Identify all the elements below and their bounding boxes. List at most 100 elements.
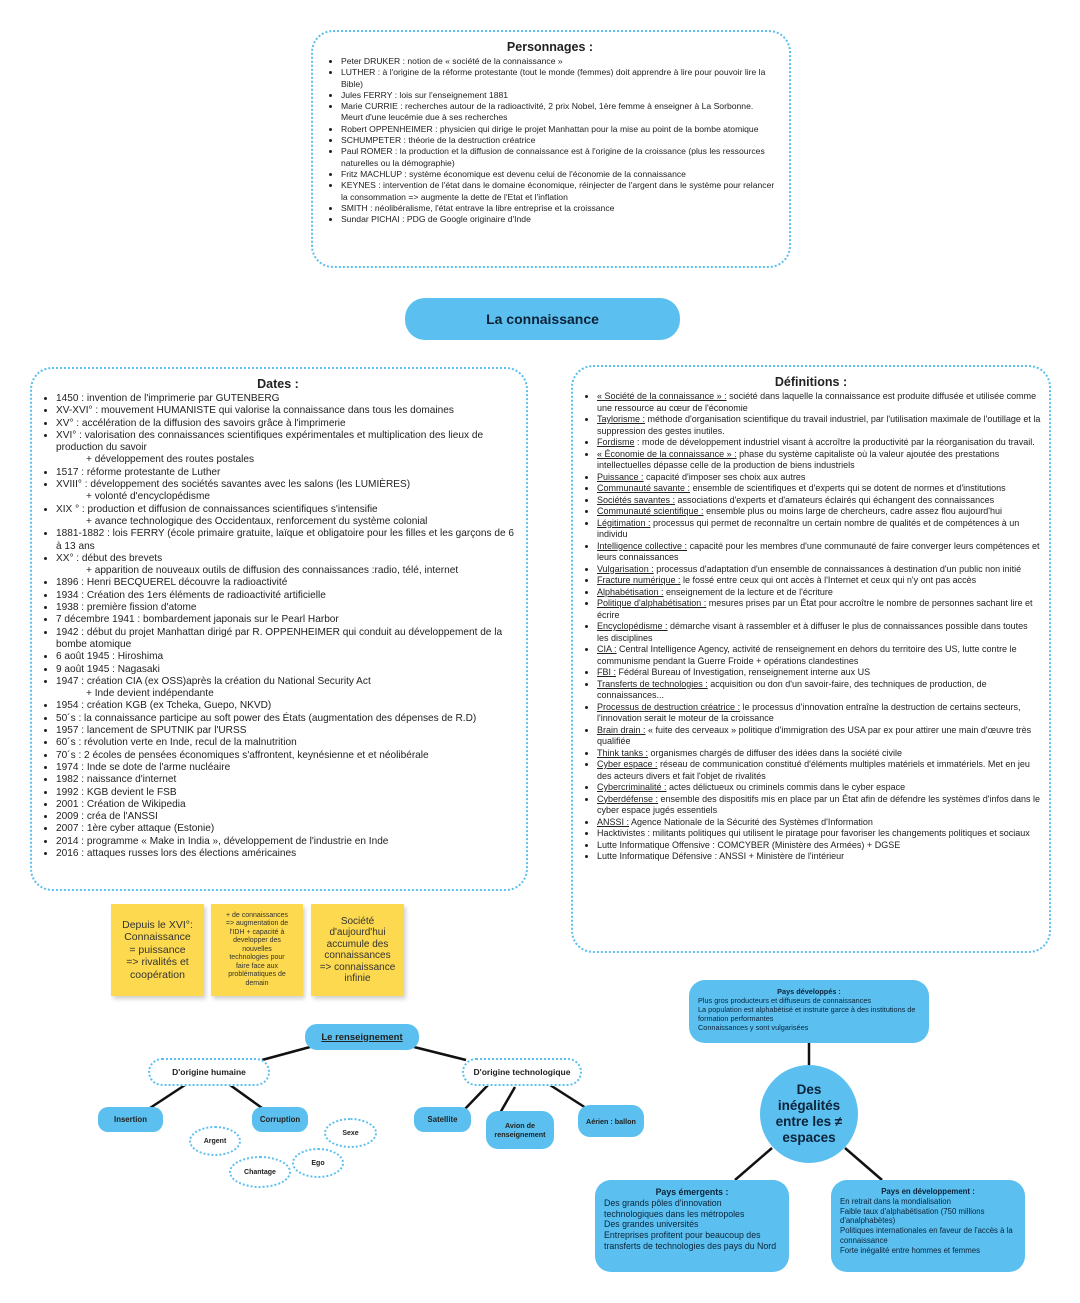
list-item: Fritz MACHLUP : système économique est d… (341, 169, 775, 180)
aerien-ballon-node: Aérien : ballon (578, 1105, 644, 1137)
definition-item: Lutte Informatique Offensive : COMCYBER … (597, 840, 1041, 852)
definition-item: Lutte Informatique Défensive : ANSSI + M… (597, 851, 1041, 863)
date-item: XV-XVI° : mouvement HUMANISTE qui valori… (56, 405, 516, 417)
definition-item: Encyclopédisme : démarche visant à rasse… (597, 621, 1041, 644)
list-item: SCHUMPETER : théorie de la destruction c… (341, 135, 775, 146)
date-item: 2007 : 1ère cyber attaque (Estonie) (56, 823, 516, 835)
date-item: XX° : début des brevets+ apparition de n… (56, 553, 516, 578)
date-item: 2001 : Création de Wikipedia (56, 799, 516, 811)
definition-item: Puissance : capacité d'imposer ses choix… (597, 472, 1041, 484)
date-item: XV° : accélération de la diffusion des s… (56, 418, 516, 430)
date-item: 50´s : la connaissance participe au soft… (56, 713, 516, 725)
personnages-list: Peter DRUKER : notion de « société de la… (325, 56, 775, 225)
date-item: XVIII° : développement des sociétés sava… (56, 479, 516, 504)
pays-developpes-text: Plus gros producteurs et diffuseurs de c… (698, 996, 916, 1032)
avion-renseignement-node: Avion de renseignement (486, 1111, 554, 1149)
ego-node: Ego (292, 1148, 344, 1178)
list-item: SMITH : néolibéralisme, l'état entrave l… (341, 203, 775, 214)
pays-en-developpement-card: Pays en développement : En retrait dans … (831, 1180, 1025, 1272)
sticky-note-puissance: Depuis le XVI°:Connaissance= puissance=>… (111, 904, 204, 996)
date-item: 1957 : lancement de SPUTNIK par l'URSS (56, 725, 516, 737)
main-title: La connaissance (405, 298, 680, 340)
date-item: 1947 : création CIA (ex OSS)après la cré… (56, 676, 516, 701)
pays-developpes-title: Pays développés : (777, 987, 841, 996)
personnages-title: Personnages : (506, 40, 594, 54)
definition-item: Taylorisme : méthode d'organisation scie… (597, 414, 1041, 437)
definition-item: Communauté scientifique : ensemble plus … (597, 506, 1041, 518)
date-item: 6 août 1945 : Hiroshima (56, 651, 516, 663)
definition-item: Cybercriminalité : actes délictueux ou c… (597, 782, 1041, 794)
definition-item: Alphabétisation : enseignement de la lec… (597, 587, 1041, 599)
origine-humaine-node: D'origine humaine (148, 1058, 270, 1086)
definition-item: « Économie de la connaissance » : phase … (597, 449, 1041, 472)
date-item: 1881-1882 : lois FERRY (école primaire g… (56, 528, 516, 553)
definitions-list: « Société de la connaissance » : société… (581, 391, 1041, 863)
origine-technologique-node: D'origine technologique (462, 1058, 582, 1086)
chantage-node: Chantage (229, 1156, 291, 1188)
date-item: 2009 : créa de l'ANSSI (56, 811, 516, 823)
pays-emergents-text: Des grands pôles d'innovation technologi… (604, 1197, 777, 1251)
pays-emergents-card: Pays émergents : Des grands pôles d'inno… (595, 1180, 789, 1272)
definition-item: Fordisme : mode de développement industr… (597, 437, 1041, 449)
definition-item: Transferts de technologies : acquisition… (597, 679, 1041, 702)
date-item: 9 août 1945 : Nagasaki (56, 664, 516, 676)
argent-node: Argent (189, 1126, 241, 1156)
definition-item: Fracture numérique : le fossé entre ceux… (597, 575, 1041, 587)
pays-emergents-title: Pays émergents : (655, 1187, 729, 1197)
list-item: Robert OPPENHEIMER : physicien qui dirig… (341, 124, 775, 135)
date-item: 1934 : Création des 1ers éléments de rad… (56, 590, 516, 602)
corruption-node: Corruption (252, 1107, 308, 1132)
dates-list: 1450 : invention de l'imprimerie par GUT… (40, 393, 516, 860)
definition-item: Vulgarisation : processus d'adaptation d… (597, 564, 1041, 576)
definition-item: Think tanks : organismes chargés de diff… (597, 748, 1041, 760)
definition-item: CIA : Central Intelligence Agency, activ… (597, 644, 1041, 667)
definition-item: Sociétés savantes : associations d'exper… (597, 495, 1041, 507)
date-item: 70´s : 2 écoles de pensées économiques s… (56, 750, 516, 762)
definition-item: Brain drain : « fuite des cerveaux » pol… (597, 725, 1041, 748)
definition-item: Politique d'alphabétisation : mesures pr… (597, 598, 1041, 621)
definition-item: Intelligence collective : capacité pour … (597, 541, 1041, 564)
dates-box: Dates : 1450 : invention de l'imprimerie… (30, 367, 528, 891)
definition-item: Cyber espace : réseau de communication c… (597, 759, 1041, 782)
definition-item: Processus de destruction créatrice : le … (597, 702, 1041, 725)
renseignement-node: Le renseignement (305, 1024, 419, 1050)
list-item: Peter DRUKER : notion de « société de la… (341, 56, 775, 67)
list-item: KEYNES : intervention de l'état dans le … (341, 180, 775, 203)
date-item: 1974 : Inde se dote de l'arme nucléaire (56, 762, 516, 774)
list-item: Jules FERRY : lois sur l'enseignement 18… (341, 90, 775, 101)
date-item: 1450 : invention de l'imprimerie par GUT… (56, 393, 516, 405)
pays-developpes-card: Pays développés : Plus gros producteurs … (689, 980, 929, 1043)
date-item: 2014 : programme « Make in India », déve… (56, 836, 516, 848)
definition-item: Cyberdéfense : ensemble des dispositifs … (597, 794, 1041, 817)
dates-title: Dates : (257, 377, 299, 391)
date-item: 1954 : création KGB (ex Tcheka, Guepo, N… (56, 700, 516, 712)
definitions-title: Définitions : (774, 375, 848, 389)
definition-item: Légitimation : processus qui permet de r… (597, 518, 1041, 541)
list-item: LUTHER : à l'origine de la réforme prote… (341, 67, 775, 90)
list-item: Marie CURRIE : recherches autour de la r… (341, 101, 775, 124)
date-item: 1942 : début du projet Manhattan dirigé … (56, 627, 516, 652)
definition-item: Communauté savante : ensemble de scienti… (597, 483, 1041, 495)
date-item: 1992 : KGB devient le FSB (56, 787, 516, 799)
satellite-node: Satellite (414, 1107, 471, 1132)
definition-item: « Société de la connaissance » : société… (597, 391, 1041, 414)
date-item: 1517 : réforme protestante de Luther (56, 467, 516, 479)
date-item: 60´s : révolution verte en Inde, recul d… (56, 737, 516, 749)
date-item: 7 décembre 1941 : bombardement japonais … (56, 614, 516, 626)
date-item: XIX ° : production et diffusion de conna… (56, 504, 516, 529)
insertion-node: Insertion (98, 1107, 163, 1132)
sexe-node: Sexe (324, 1118, 377, 1148)
definition-item: ANSSI : Agence Nationale de la Sécurité … (597, 817, 1041, 829)
list-item: Paul ROMER : la production et la diffusi… (341, 146, 775, 169)
definitions-box: Définitions : « Société de la connaissan… (571, 365, 1051, 953)
date-item: 1982 : naissance d'internet (56, 774, 516, 786)
date-item: 1938 : première fission d'atome (56, 602, 516, 614)
definition-item: FBI : Fédéral Bureau of Investigation, r… (597, 667, 1041, 679)
personnages-box: Personnages : Peter DRUKER : notion de «… (311, 30, 791, 268)
date-item: 1896 : Henri BECQUEREL découvre la radio… (56, 577, 516, 589)
